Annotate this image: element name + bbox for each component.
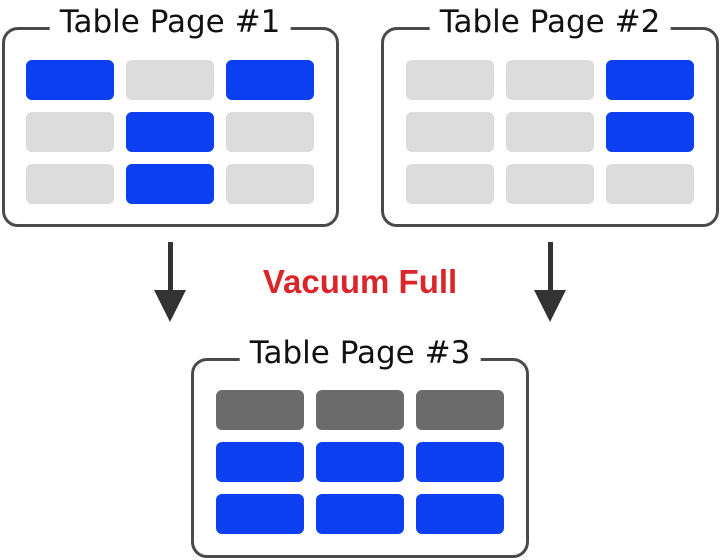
row-cell-dead — [406, 60, 494, 100]
row-cell-live — [606, 60, 694, 100]
row-cell-live — [216, 442, 304, 482]
row-cell-header — [416, 390, 504, 430]
row-cell-live — [416, 494, 504, 534]
row-cell-dead — [126, 60, 214, 100]
row-cell-dead — [26, 112, 114, 152]
row-cell-dead — [506, 60, 594, 100]
row-cell-header — [316, 390, 404, 430]
row-cell-dead — [226, 112, 314, 152]
row-cell-live — [226, 60, 314, 100]
row-cell-live — [416, 442, 504, 482]
row-cell-dead — [606, 164, 694, 204]
down-arrow-icon — [154, 242, 187, 322]
table-page-3-title: Table Page #3 — [239, 335, 481, 371]
row-cell-dead — [406, 112, 494, 152]
vacuum-full-label: Vacuum Full — [262, 263, 458, 300]
row-cell-live — [316, 442, 404, 482]
row-cell-dead — [226, 164, 314, 204]
table-page-1-title: Table Page #1 — [49, 4, 291, 40]
row-cell-live — [316, 494, 404, 534]
row-cell-live — [126, 112, 214, 152]
table-page-2-title: Table Page #2 — [429, 4, 671, 40]
down-arrow-icon — [534, 242, 567, 322]
row-cell-dead — [506, 164, 594, 204]
row-cell-live — [606, 112, 694, 152]
row-cell-dead — [26, 164, 114, 204]
row-cell-dead — [406, 164, 494, 204]
row-cell-header — [216, 390, 304, 430]
row-cell-live — [126, 164, 214, 204]
row-cell-dead — [506, 112, 594, 152]
row-cell-live — [216, 494, 304, 534]
row-cell-live — [26, 60, 114, 100]
